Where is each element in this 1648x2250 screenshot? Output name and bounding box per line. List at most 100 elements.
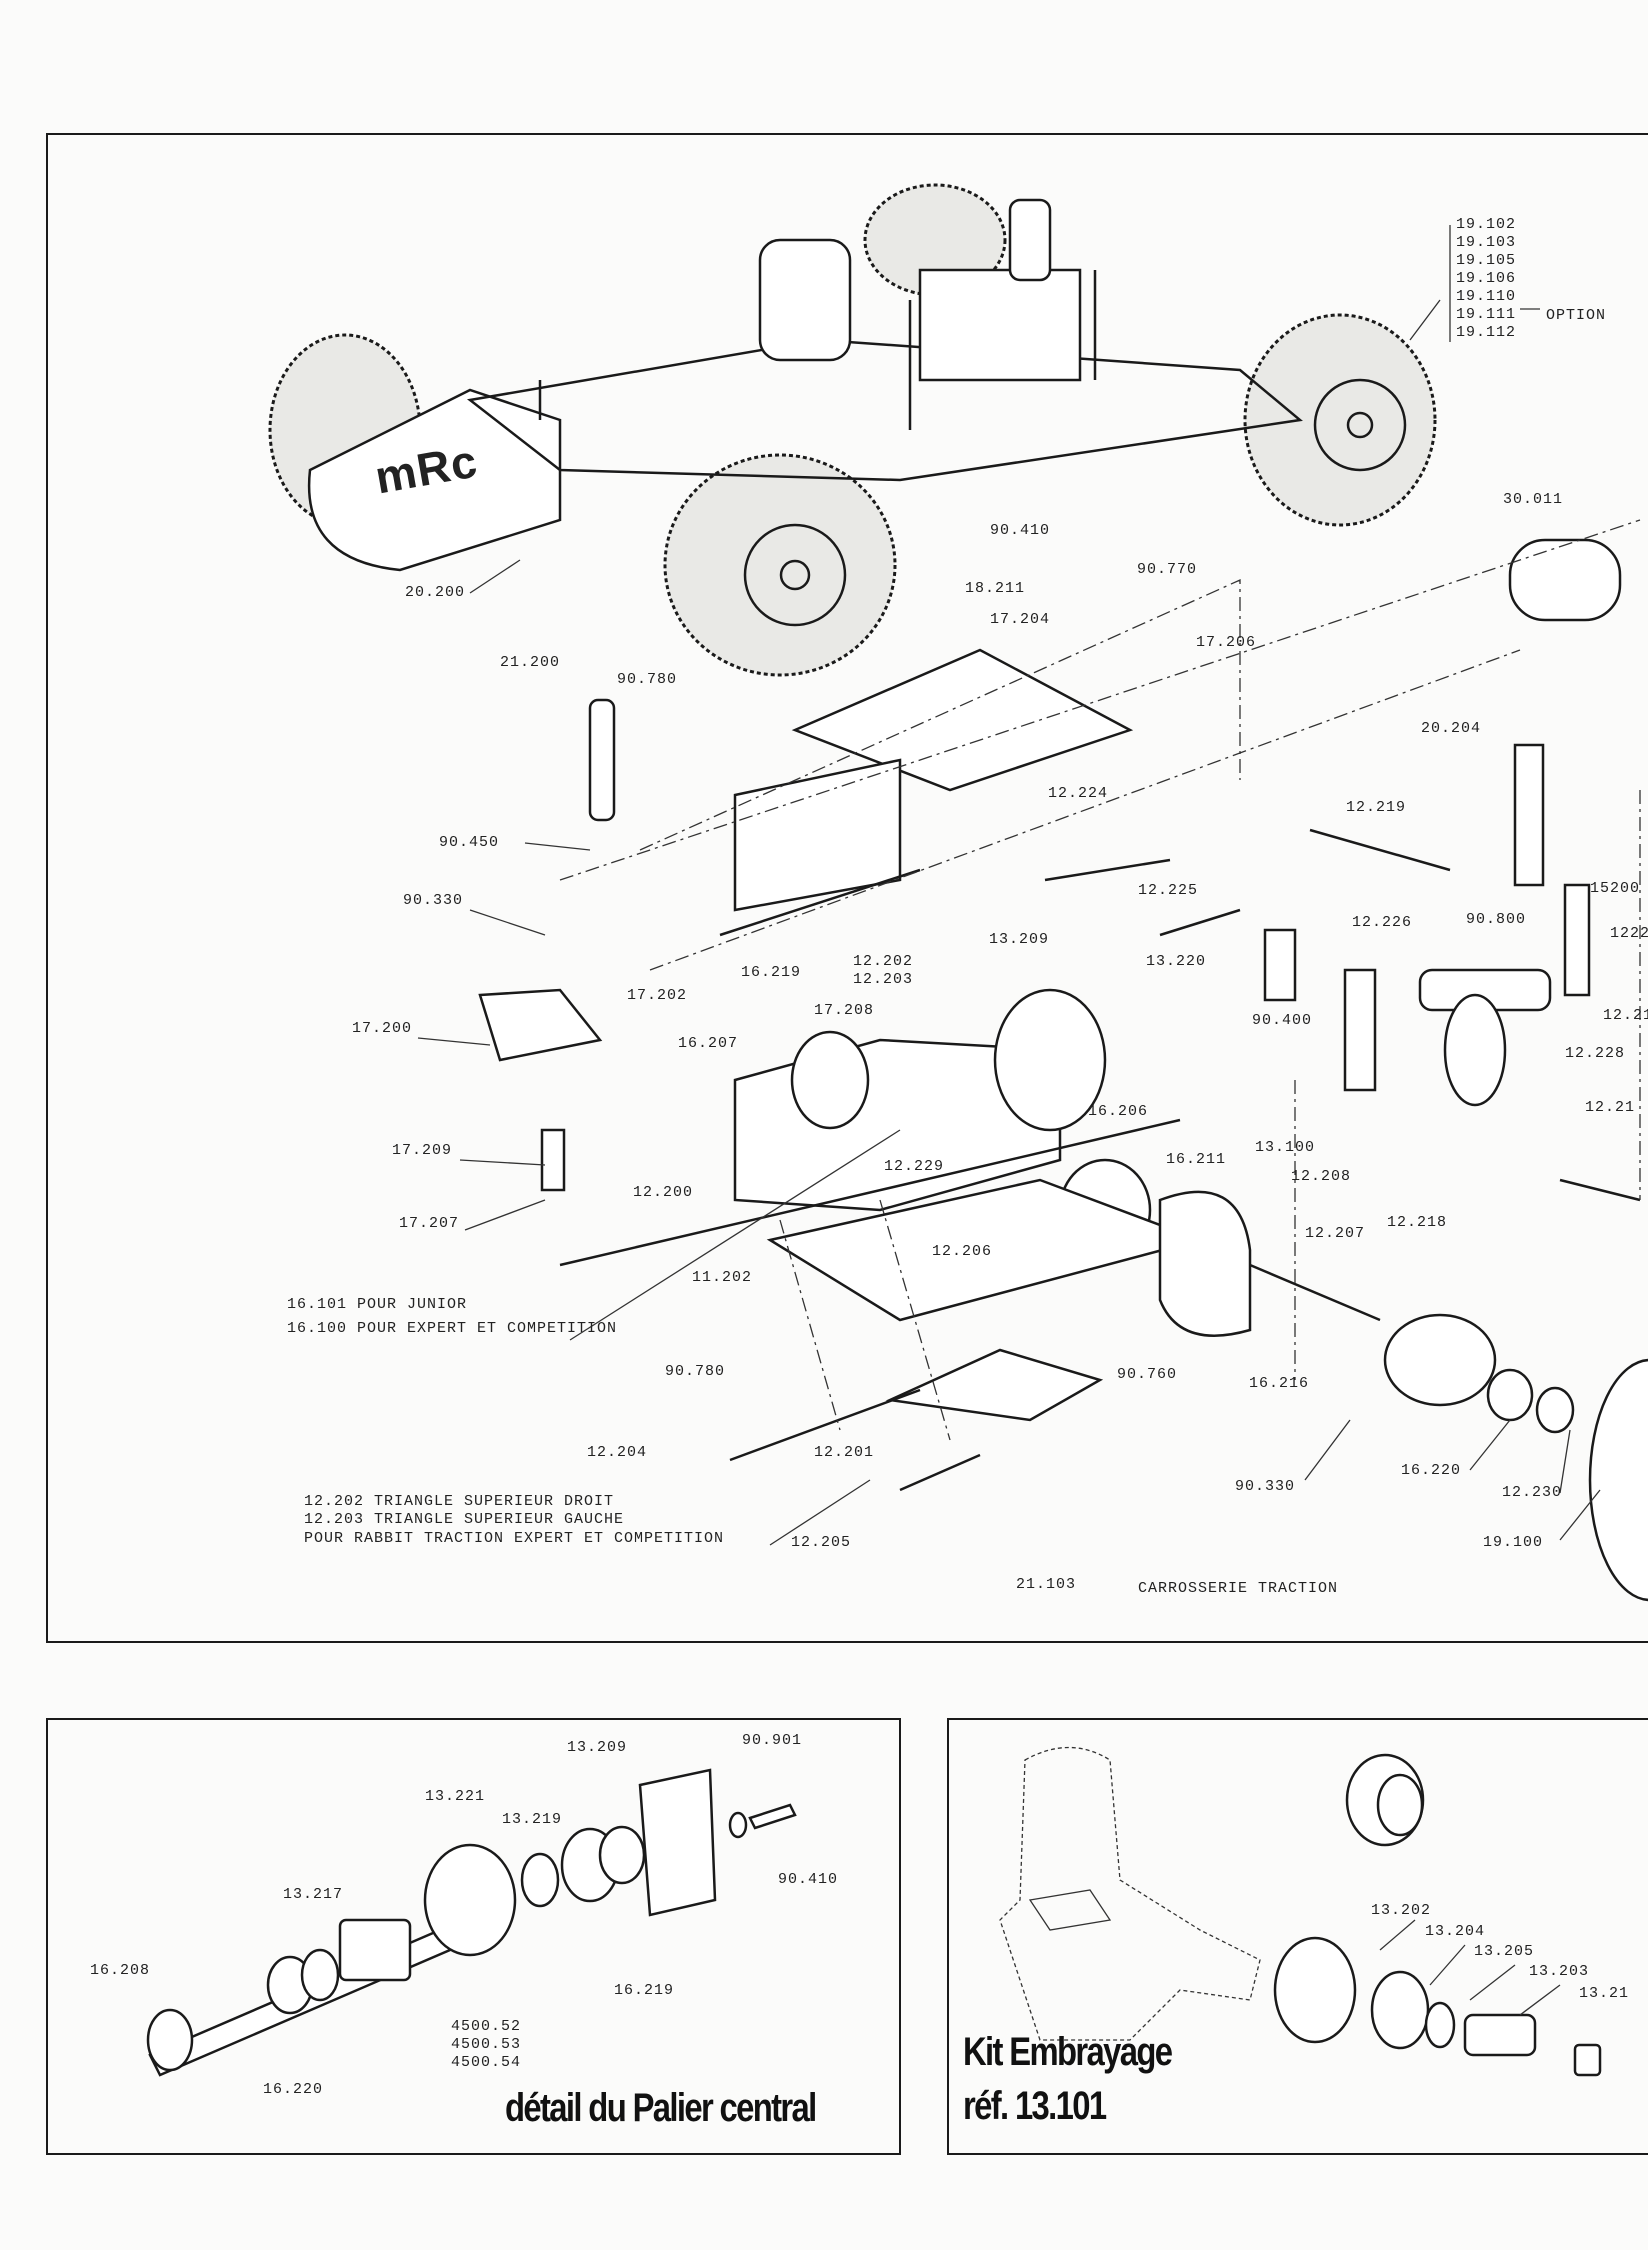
part-label: 90.770 [1137, 561, 1198, 578]
post-21200 [588, 698, 616, 822]
spur-gear [993, 988, 1107, 1132]
leader-lines [417, 225, 1601, 1546]
part-label: 12.21 [1585, 1099, 1636, 1116]
assembled-car-illustration [268, 183, 1437, 677]
part-label: 19.100 [1483, 1534, 1544, 1551]
part-label: 19.111 [1456, 306, 1517, 323]
upright-12207 [1158, 1190, 1252, 1337]
part-label: 13.220 [1146, 953, 1207, 970]
part-label: 90.330 [1235, 1478, 1296, 1495]
top-plate [791, 648, 1134, 792]
logo-mrc: mRc [371, 434, 482, 504]
part-label: 12.21 [1603, 1007, 1648, 1024]
spacer-90400 [1263, 928, 1297, 1002]
part-label: 13.21 [1579, 1985, 1630, 2002]
part-label: 13.205 [1474, 1943, 1535, 1960]
part-label: 16.211 [1166, 1151, 1227, 1168]
part-label: 16.219 [614, 1982, 675, 1999]
palier-detail-frame [46, 1718, 901, 2155]
bulkhead [733, 758, 902, 912]
main-exploded-view-frame [46, 133, 1648, 1643]
part-label: 19.112 [1456, 324, 1517, 341]
part-label: 12.200 [633, 1184, 694, 1201]
part-label: 20.204 [1421, 720, 1482, 737]
part-label: 30.011 [1503, 491, 1564, 508]
part-label: 12.202 [853, 953, 914, 970]
part-label: 16.208 [90, 1962, 151, 1979]
part-label: 15200 [1590, 880, 1641, 897]
pin-17207 [540, 1128, 566, 1192]
part-label: 19.103 [1456, 234, 1517, 251]
body-ref: 21.103 [1016, 1576, 1077, 1593]
part-label: 12.226 [1352, 914, 1413, 931]
part-label: 90.450 [439, 834, 500, 851]
part-label: 16.220 [1401, 1462, 1462, 1479]
part-label: 12.207 [1305, 1225, 1366, 1242]
clutch-shoe-13204 [1370, 1970, 1430, 2050]
bevel-gear [790, 1030, 870, 1130]
part-label: 20.200 [405, 584, 466, 601]
part-label: 17.200 [352, 1020, 413, 1037]
clutch-kit-reference: réf. 13.101 [963, 2084, 1107, 2128]
clutch-kit-frame [947, 1718, 1648, 2155]
part-label: 13.202 [1371, 1902, 1432, 1919]
part-label: 19.105 [1456, 252, 1517, 269]
part-label: 16.220 [263, 2081, 324, 2098]
body-name: CARROSSERIE TRACTION [1138, 1580, 1339, 1597]
part-label: 90.780 [665, 1363, 726, 1380]
part-label: 16.207 [678, 1035, 739, 1052]
engine [758, 238, 852, 362]
part-label: 90.760 [1117, 1366, 1178, 1383]
part-label: 18.211 [965, 580, 1026, 597]
part-30011 [1508, 538, 1622, 622]
part-label: 16.206 [1088, 1103, 1149, 1120]
part-label: 90.780 [617, 671, 678, 688]
part-label: 12.219 [1346, 799, 1407, 816]
part-label: 13.100 [1255, 1139, 1316, 1156]
part-label: 12.201 [814, 1444, 875, 1461]
gear-4500 [423, 1843, 517, 1957]
part-label: 12.224 [1048, 785, 1109, 802]
clutch-kit-title: Kit Embrayage [963, 2030, 1173, 2074]
note-16101: 16.101 POUR JUNIOR [287, 1296, 468, 1313]
lower-arm-12201 [885, 1348, 1104, 1422]
note-rabbit: POUR RABBIT TRACTION EXPERT ET COMPETITI… [304, 1530, 725, 1547]
flywheel-13202 [1273, 1936, 1357, 2044]
part-label: 1222 [1610, 925, 1648, 942]
diff-housing [1383, 1313, 1497, 1407]
front-left-wheel [663, 453, 897, 677]
housing-13209 [638, 1768, 717, 1917]
part-label: 13.219 [502, 1811, 563, 1828]
exploded-parts [478, 519, 1648, 1602]
part-label: 12.205 [791, 1534, 852, 1551]
part-label: 4500.54 [451, 2054, 522, 2071]
part-label: 90.410 [778, 1871, 839, 1888]
part-label: 11.202 [692, 1269, 753, 1286]
option-parts-list: 19.102 19.103 19.105 19.106 19.110 19.11… [1456, 216, 1516, 342]
option-label: OPTION [1546, 307, 1607, 324]
part-label: 13.221 [425, 1788, 486, 1805]
part-label: 13.209 [989, 931, 1050, 948]
palier-detail-drawing [146, 1768, 797, 2077]
part-label: 17.206 [1196, 634, 1257, 651]
part-label: 90.800 [1466, 911, 1527, 928]
part-label: 12.203 [853, 971, 914, 988]
part-label: 17.209 [392, 1142, 453, 1159]
note-12202: 12.202 TRIANGLE SUPERIEUR DROIT [304, 1493, 615, 1510]
part-label: 12.225 [1138, 882, 1199, 899]
fuel-tank [918, 268, 1082, 382]
wheel-19100 [1588, 1358, 1648, 1602]
part-label: 12.204 [587, 1444, 648, 1461]
post-12226 [1343, 968, 1377, 1092]
clutch-bell-13217 [338, 1918, 412, 1982]
part-label: 12.206 [932, 1243, 993, 1260]
spring-12228 [1443, 993, 1507, 1107]
part-label: 90.410 [990, 522, 1051, 539]
post-15200 [1563, 883, 1591, 997]
part-label: 13.209 [567, 1739, 628, 1756]
front-right-wheel [1243, 313, 1437, 527]
part-label: 17.207 [399, 1215, 460, 1232]
bell-13203 [1463, 2013, 1537, 2057]
